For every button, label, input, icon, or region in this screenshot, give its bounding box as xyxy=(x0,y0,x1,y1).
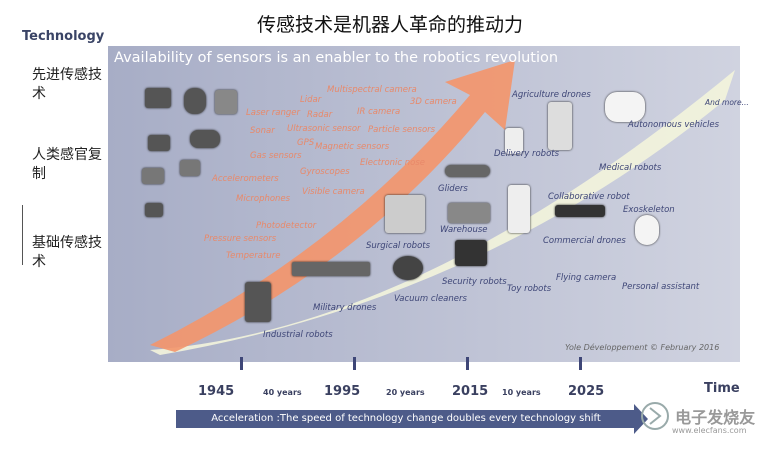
robot-label: Commercial drones xyxy=(543,236,626,246)
robot-label: Medical robots xyxy=(599,163,662,173)
warehouse-robot-image xyxy=(448,203,490,223)
sensor-label: Gyroscopes xyxy=(300,167,350,177)
sensor-chip-image xyxy=(145,88,171,108)
sensor-label: Temperature xyxy=(226,251,281,261)
security-robot-image xyxy=(455,240,487,266)
robot-label: And more... xyxy=(705,98,749,107)
bar-arrowhead-icon xyxy=(634,404,648,434)
assistant-image xyxy=(635,215,659,245)
sensor-label: IR camera xyxy=(357,107,401,117)
sensor-label: Sonar xyxy=(250,126,275,136)
robot-label: Delivery robots xyxy=(494,149,560,159)
industrial-robot-image xyxy=(245,282,271,322)
vacuum-image xyxy=(393,256,423,280)
sensor-label: Photodetector xyxy=(256,221,317,231)
sensor-label: 3D camera xyxy=(410,97,457,107)
sensor-image xyxy=(180,160,200,176)
year-label: 2025 xyxy=(568,384,605,399)
sensor-label: Particle sensors xyxy=(368,125,436,135)
sensor-label: Ultrasonic sensor xyxy=(287,124,361,134)
watermark-url: www.elecfans.com xyxy=(672,426,747,435)
year-label: 1945 xyxy=(198,384,235,399)
robot-label: Warehouse xyxy=(440,225,488,235)
medical-robot-image xyxy=(548,102,572,150)
robot-label: Toy robots xyxy=(507,284,552,294)
lens-image xyxy=(190,130,220,148)
sensor-label: Lidar xyxy=(300,95,322,105)
sensor-label: Laser ranger xyxy=(246,108,301,118)
sensor-image xyxy=(142,168,164,184)
credit-text: Yole Développement © February 2016 xyxy=(565,343,720,352)
sensor-label: Accelerometers xyxy=(212,174,279,184)
drone-image xyxy=(292,262,370,276)
robot-label: Flying camera xyxy=(556,273,617,283)
acceleration-bar: Acceleration :The speed of technology ch… xyxy=(176,410,636,428)
robot-label: Personal assistant xyxy=(622,282,700,292)
module-image xyxy=(215,90,237,114)
year-label: 1995 xyxy=(324,384,361,399)
gap-label: 20 years xyxy=(386,388,425,397)
timeline-tick xyxy=(240,357,243,370)
gap-label: 40 years xyxy=(263,388,302,397)
category-advanced: 先进传感技术 xyxy=(32,67,102,102)
robot-label: Exoskeleton xyxy=(623,205,675,215)
robot-label: Security robots xyxy=(442,277,507,287)
time-label: Time xyxy=(704,381,740,396)
robot-label: Gliders xyxy=(438,184,468,194)
divider xyxy=(22,205,23,265)
watermark-name: 电子发烧友 xyxy=(675,408,756,427)
autonomous-car-image xyxy=(605,92,645,122)
drone-image xyxy=(555,205,605,217)
page-title: 传感技术是机器人革命的推动力 xyxy=(256,14,523,36)
delivery-robot-image xyxy=(505,128,523,154)
sensor-arrow xyxy=(150,60,515,352)
robot-label: Industrial robots xyxy=(263,330,333,340)
camera-image xyxy=(184,88,206,114)
sensor-label: Multispectral camera xyxy=(327,85,417,95)
humanoid-image xyxy=(508,185,530,233)
category-basic: 基础传感技术 xyxy=(32,235,102,270)
timeline-tick xyxy=(353,357,356,370)
panel-title: Availability of sensors is an enabler to… xyxy=(114,50,559,66)
robot-label: Vacuum cleaners xyxy=(394,294,467,304)
sensor-image xyxy=(148,135,170,151)
sensor-image xyxy=(145,203,163,217)
sensor-label: Microphones xyxy=(236,194,291,204)
gap-label: 10 years xyxy=(502,388,541,397)
sensor-label: GPS xyxy=(297,138,315,148)
robot-label: Agriculture drones xyxy=(512,90,591,100)
sensor-label: Magnetic sensors xyxy=(315,142,390,152)
category-human-senses: 人类感官复制 xyxy=(32,147,102,182)
timeline-tick xyxy=(579,357,582,370)
robot-label: Autonomous vehicles xyxy=(628,120,720,130)
sensor-label: Pressure sensors xyxy=(204,234,277,244)
sensor-label: Electronic nose xyxy=(360,158,426,168)
timeline-tick xyxy=(466,357,469,370)
glider-image xyxy=(445,165,490,177)
watermark-logo: 电子发烧友 www.elecfans.com xyxy=(640,398,755,435)
robot-label: Collaborative robot xyxy=(548,192,630,202)
sensor-label: Gas sensors xyxy=(250,151,302,161)
technology-heading: Technology xyxy=(22,29,105,44)
sensor-label: Radar xyxy=(307,110,333,120)
sensor-label: Visible camera xyxy=(302,187,365,197)
logo-icon xyxy=(641,402,669,430)
surgical-robot-image xyxy=(385,195,425,233)
robot-label: Surgical robots xyxy=(366,241,431,251)
year-label: 2015 xyxy=(452,384,489,399)
robot-label: Military drones xyxy=(313,303,377,313)
